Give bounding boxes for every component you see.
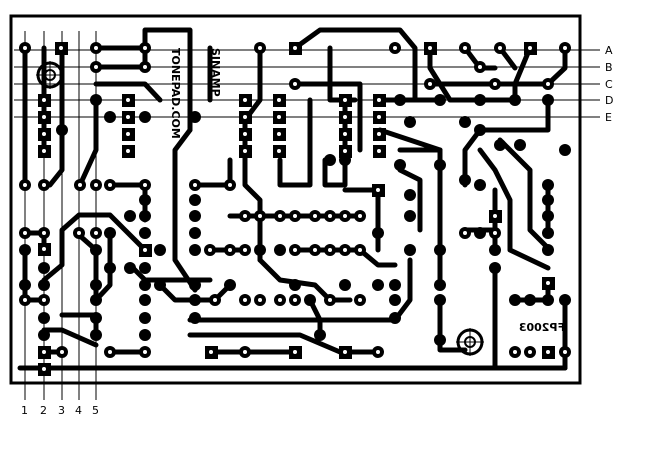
code-silkscreen: FP2003 (519, 321, 565, 334)
column-label-3: 3 (58, 404, 65, 417)
row-label-e: E (605, 111, 612, 124)
column-label-2: 2 (40, 404, 47, 417)
row-labels: A B C D E (605, 44, 613, 124)
round-pads (19, 42, 571, 358)
column-label-1: 1 (21, 404, 28, 417)
column-label-5: 5 (92, 404, 99, 417)
column-labels: 1 2 3 4 5 (21, 404, 99, 417)
mounting-hole-bottom-right (456, 328, 484, 356)
row-label-d: D (605, 94, 613, 107)
row-label-c: C (605, 78, 613, 91)
row-label-a: A (605, 44, 613, 57)
pads (19, 42, 571, 376)
column-label-4: 4 (75, 404, 82, 417)
drill-holes (23, 46, 567, 371)
square-pads (38, 42, 555, 376)
mounting-hole-top-left (36, 61, 64, 89)
board-outline (9, 14, 582, 385)
site-silkscreen: TONEPAD.COM (169, 48, 182, 139)
row-label-b: B (605, 61, 613, 74)
project-silkscreen: SINAMP (209, 48, 222, 97)
